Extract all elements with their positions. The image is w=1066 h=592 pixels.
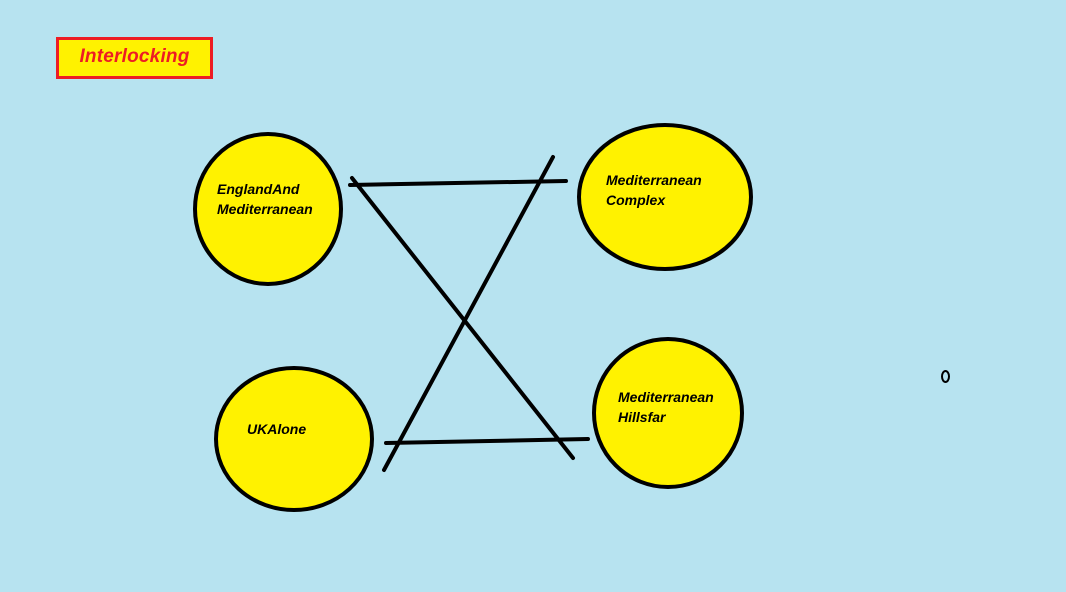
stray-ring-mark	[941, 370, 950, 383]
node-circle-englandand-mediterranean	[193, 132, 343, 286]
node-circle-mediterranean-hillsfar	[592, 337, 744, 489]
connector-line	[350, 176, 575, 460]
connector-line	[348, 179, 568, 187]
node-label-line: Mediterranean	[217, 201, 313, 217]
node-label-line: Hillsfar	[618, 409, 666, 425]
node-circle-ukalone	[214, 366, 374, 512]
node-label-mediterranean-hillsfar: Mediterranean Hillsfar	[618, 387, 714, 427]
node-label-ukalone: UKAlone	[247, 419, 306, 439]
connector-line	[382, 155, 555, 472]
node-label-mediterranean-complex: Mediterranean Complex	[606, 170, 702, 210]
connector-line	[384, 437, 590, 445]
node-label-line: Complex	[606, 192, 666, 208]
node-label-line: EnglandAnd	[217, 181, 300, 197]
diagram-title: Interlocking	[79, 45, 190, 67]
node-label-line: Mediterranean	[618, 389, 714, 405]
node-label-line: UKAlone	[247, 421, 307, 437]
title-box: Interlocking	[56, 37, 213, 79]
node-label-line: Mediterranean	[606, 172, 702, 188]
node-circle-mediterranean-complex	[577, 123, 753, 271]
node-label-englandand-mediterranean: EnglandAnd Mediterranean	[217, 179, 313, 219]
